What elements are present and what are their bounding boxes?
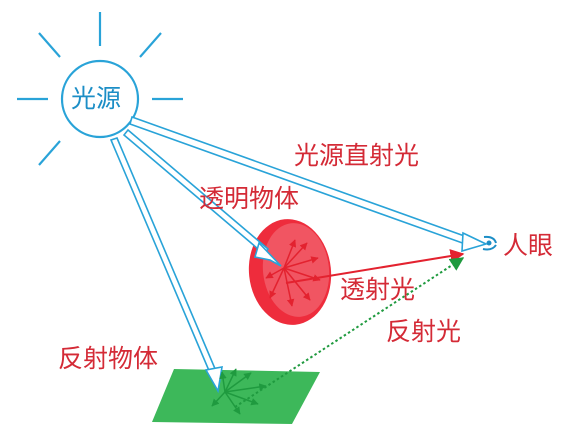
transmitted-light-arrow bbox=[285, 249, 465, 284]
eye-label: 人眼 bbox=[503, 231, 554, 260]
transmitted-light-label: 透射光 bbox=[340, 275, 416, 304]
light-beam-to-reflective-object bbox=[109, 137, 223, 394]
light-beam-to-transparent-object bbox=[122, 128, 282, 267]
eye-icon bbox=[482, 235, 497, 251]
reflective-scatter-arrows bbox=[211, 368, 267, 415]
direct-light-label: 光源直射光 bbox=[294, 141, 420, 170]
direct-light-beam bbox=[129, 115, 489, 253]
sun-icon bbox=[17, 12, 183, 166]
transparent-object-label: 透明物体 bbox=[199, 184, 300, 213]
transparent-scatter-arrows bbox=[265, 239, 321, 307]
sun-label: 光源 bbox=[71, 84, 122, 113]
reflected-light-arrow bbox=[234, 257, 465, 408]
transparent-object bbox=[248, 219, 332, 325]
reflected-light-label: 反射光 bbox=[386, 317, 462, 346]
reflective-object-label: 反射物体 bbox=[58, 344, 159, 373]
